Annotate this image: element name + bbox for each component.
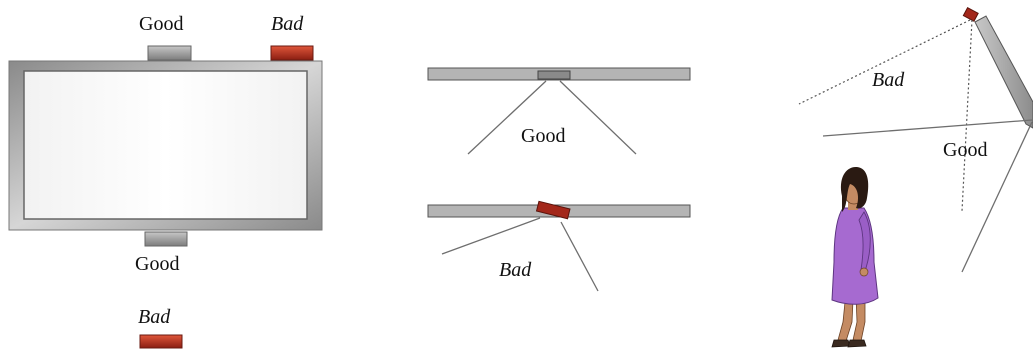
bad-view-line-down	[961, 19, 973, 212]
view-line-good-left	[467, 80, 547, 155]
whiteboard-panel	[8, 45, 323, 349]
view-line-bad-right	[560, 221, 599, 292]
label-bottom-bad: Bad	[138, 306, 171, 328]
label-tilted-bad: Bad	[499, 259, 532, 281]
camera-tilted-bad	[535, 200, 571, 220]
label-top-bad: Bad	[271, 13, 304, 35]
camera-high-bad	[962, 6, 979, 22]
label-straight-good: Good	[521, 125, 566, 147]
camera-top-good	[147, 45, 192, 61]
whiteboard-surface	[23, 70, 308, 220]
perspective-panel	[798, 6, 1033, 348]
bad-view-line-left	[798, 19, 971, 105]
label-perspective-good: Good	[943, 139, 988, 161]
camera-bottom-bad	[139, 334, 183, 349]
angled-board	[974, 15, 1033, 129]
label-bottom-good: Good	[135, 253, 180, 275]
camera-straight-good	[537, 70, 571, 80]
label-top-good: Good	[139, 13, 184, 35]
camera-top-bad	[270, 45, 314, 61]
label-perspective-bad: Bad	[872, 69, 905, 91]
good-view-line-down	[961, 121, 1033, 273]
view-line-good-right	[559, 80, 637, 155]
angle-panel	[427, 67, 691, 292]
view-line-bad-left	[441, 217, 541, 255]
good-view-line-left	[822, 119, 1033, 137]
camera-bottom-good	[144, 231, 188, 247]
person-figure	[831, 166, 879, 348]
